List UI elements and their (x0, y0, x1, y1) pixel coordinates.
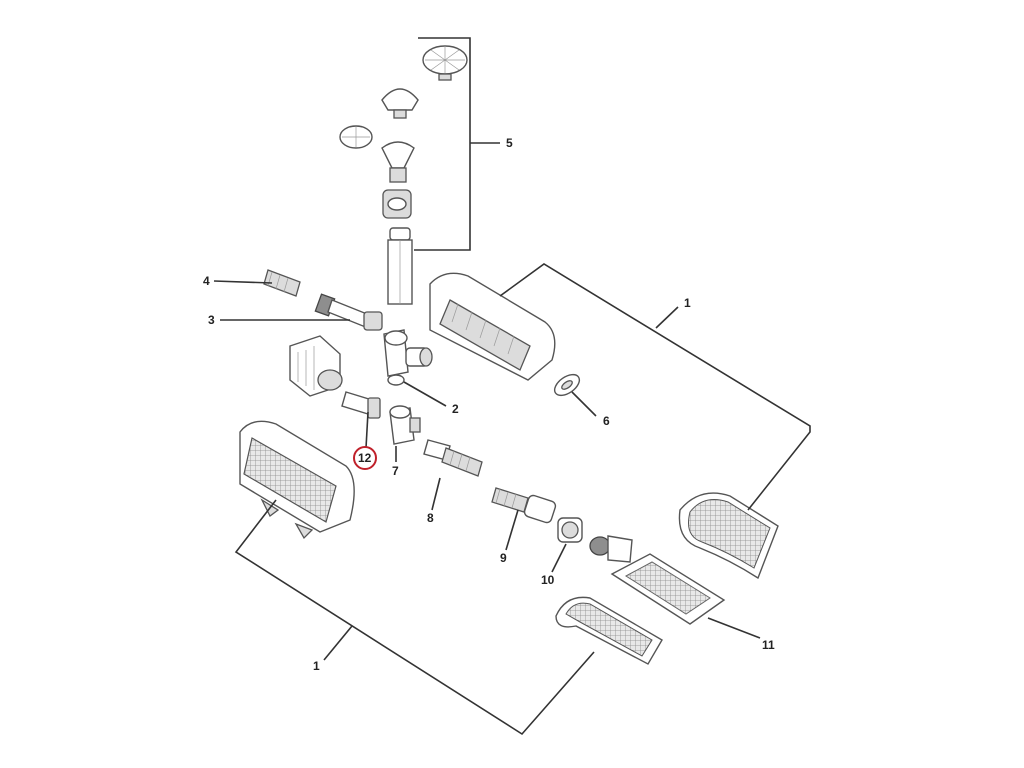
fountain-nozzle-set (339, 45, 468, 305)
connector-9 (491, 487, 557, 524)
callout-6: 6 (603, 414, 610, 428)
callout-9: 9 (500, 551, 507, 565)
nozzle-disc-small (339, 125, 373, 149)
leader-lines (213, 37, 811, 736)
riser-tube (387, 227, 413, 305)
filter-housing-left (239, 420, 355, 540)
nozzle-nut (382, 189, 412, 219)
hose-connector-4 (263, 269, 301, 297)
elbow-7 (389, 405, 421, 445)
callout-3: 3 (208, 313, 215, 327)
highlight-circle-12 (353, 446, 377, 470)
callout-8: 8 (427, 511, 434, 525)
adapter-12 (341, 391, 381, 419)
filter-cover-lower (555, 596, 663, 665)
t-piece-valve (383, 329, 433, 377)
clip-6 (553, 373, 581, 397)
callout-5: 5 (506, 136, 513, 150)
hose-tail-8 (423, 439, 483, 477)
callout-4: 4 (203, 274, 210, 288)
nozzle-dome (381, 88, 419, 119)
nozzle-funnel (381, 141, 415, 183)
callout-1-top: 1 (684, 296, 691, 310)
callout-12: 12 (358, 451, 372, 465)
pump-motor (289, 335, 343, 397)
pump-housing-upper (429, 272, 556, 381)
callout-10: 10 (541, 573, 555, 587)
base-plate-11 (610, 553, 726, 625)
ball-valve (589, 535, 633, 563)
coupling-nut-10 (557, 517, 583, 543)
callout-2: 2 (452, 402, 459, 416)
callout-labels: 5 1 4 3 2 6 12 7 8 9 10 11 1 (203, 136, 775, 673)
telescopic-tube-3 (314, 293, 383, 331)
callout-1-bottom: 1 (313, 659, 320, 673)
nozzle-cap-top (422, 45, 468, 81)
callout-11: 11 (762, 638, 775, 652)
callout-7: 7 (392, 464, 399, 478)
o-ring-2 (387, 374, 405, 386)
filter-cover-upper-right (678, 492, 779, 580)
